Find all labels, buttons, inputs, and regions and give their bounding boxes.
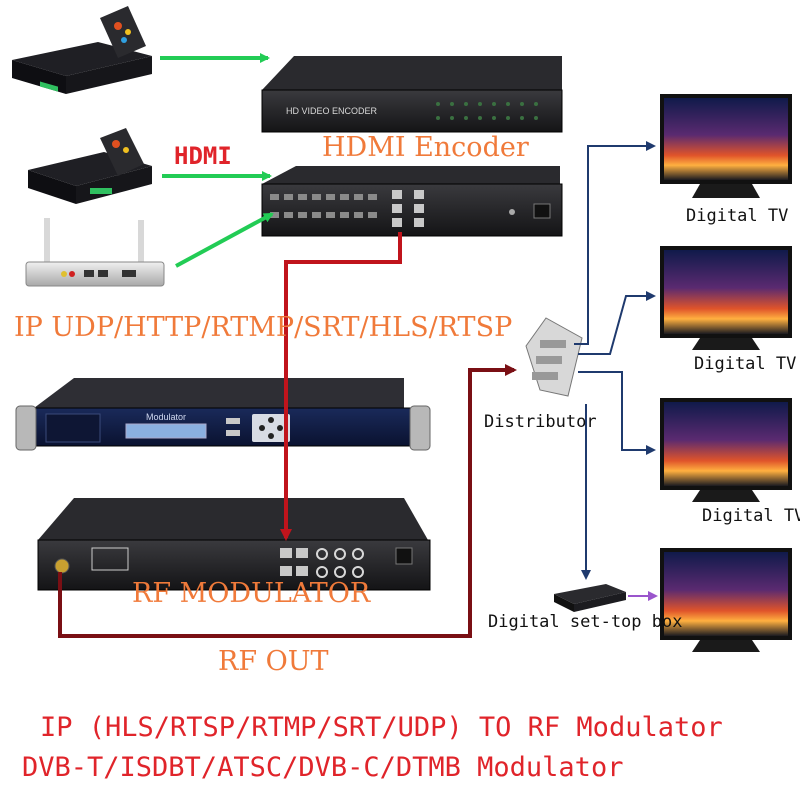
digital-tv-3-label: Digital TV [702, 506, 800, 526]
tv-3 [660, 398, 792, 502]
digital-set-top-box-device [554, 584, 626, 612]
line-distributor-to-tv3 [578, 371, 656, 455]
ip-protocols-label: IP UDP/HTTP/RTMP/SRT/HLS/RTSP [14, 312, 513, 343]
footer-line-1: IP (HLS/RTSP/RTMP/SRT/UDP) TO RF Modulat… [40, 712, 723, 743]
rf-modulator-back [37, 498, 431, 591]
footer-line-2: DVB-T/ISDBT/ATSC/DVB-C/DTMB Modulator [22, 752, 624, 783]
set-top-box-1 [12, 6, 152, 94]
rf-out-line [58, 364, 517, 638]
line-distributor-to-tv2 [578, 291, 656, 355]
rf-out-label: RF OUT [218, 646, 329, 677]
tv-1 [660, 94, 792, 198]
ip-line-encoder-to-modulator [280, 232, 402, 541]
wifi-router [25, 218, 165, 287]
line-distributor-to-tv1 [574, 141, 656, 345]
digital-tv-2-label: Digital TV [694, 354, 797, 374]
hdmi-encoder-back [261, 166, 563, 237]
hdmi-encoder-label: HDMI Encoder [322, 132, 529, 163]
rf-modulator-label: RF MODULATOR [132, 578, 371, 609]
tv-4 [660, 548, 792, 652]
hd-video-encoder-front: HD VIDEO ENCODER [261, 56, 563, 133]
digital-tv-1-label: Digital TV [686, 206, 789, 226]
modulator-front-label: Modulator [146, 412, 186, 422]
modulator-front: Modulator [15, 378, 431, 451]
distributor-label: Distributor [484, 412, 597, 432]
distributor-device [525, 317, 583, 397]
digital-set-top-box-label: Digital set-top box [488, 612, 683, 632]
arrow-router-to-encoder [175, 212, 274, 268]
hdmi-label: HDMI [174, 142, 232, 170]
tv-2 [660, 246, 792, 350]
set-top-box-2 [28, 128, 152, 204]
encoder-front-label: HD VIDEO ENCODER [286, 106, 378, 116]
